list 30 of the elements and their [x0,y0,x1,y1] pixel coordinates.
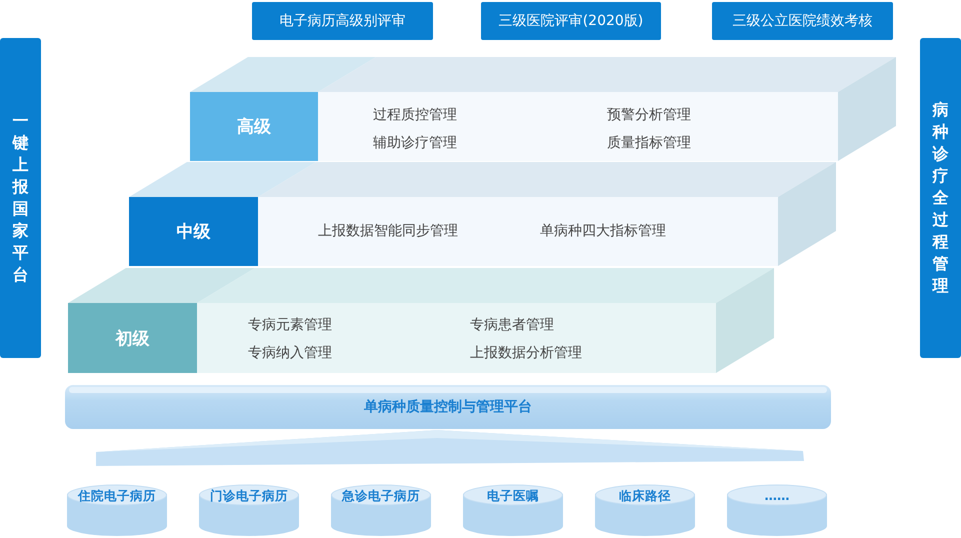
standard-box: 电子病历高级别评审 [252,2,433,40]
step-slab [129,197,778,266]
source-label: 临床路径 [618,488,672,505]
step-slab [68,303,716,373]
item-text: 专病患者管理 [470,317,554,333]
source-label: 住院电子病历 [76,488,157,505]
item-text: 上报数据分析管理 [470,345,582,361]
item-text: 上报数据智能同步管理 [318,223,458,239]
item-text: 过程质控管理 [373,107,457,123]
source-label: …… [764,488,790,503]
source-label: 急诊电子病历 [340,488,421,505]
level-box: 高级 [190,92,318,161]
item-text: 单病种四大指标管理 [540,223,666,239]
item-text: 预警分析管理 [607,107,691,123]
level-box: 中级 [129,197,258,266]
step-slab [190,92,838,161]
level-box: 初级 [68,303,197,373]
standard-box: 三级公立医院绩效考核 [712,2,893,40]
source-label: 电子医嘱 [486,488,540,505]
platform-title: 单病种质量控制与管理平台 [364,398,532,416]
source-label: 门诊电子病历 [209,488,289,505]
side-bar-title: 一键上报国家平台 [12,110,29,286]
item-text: 辅助诊疗管理 [373,135,457,151]
side-bar [920,38,961,358]
item-text: 专病纳入管理 [248,345,332,361]
side-bar [0,38,41,358]
side-bar-title: 病种诊疗全过程管理 [932,99,949,297]
item-text: 专病元素管理 [248,317,332,333]
standard-box: 三级医院评审(2020版) [481,2,661,40]
item-text: 质量指标管理 [607,135,691,151]
